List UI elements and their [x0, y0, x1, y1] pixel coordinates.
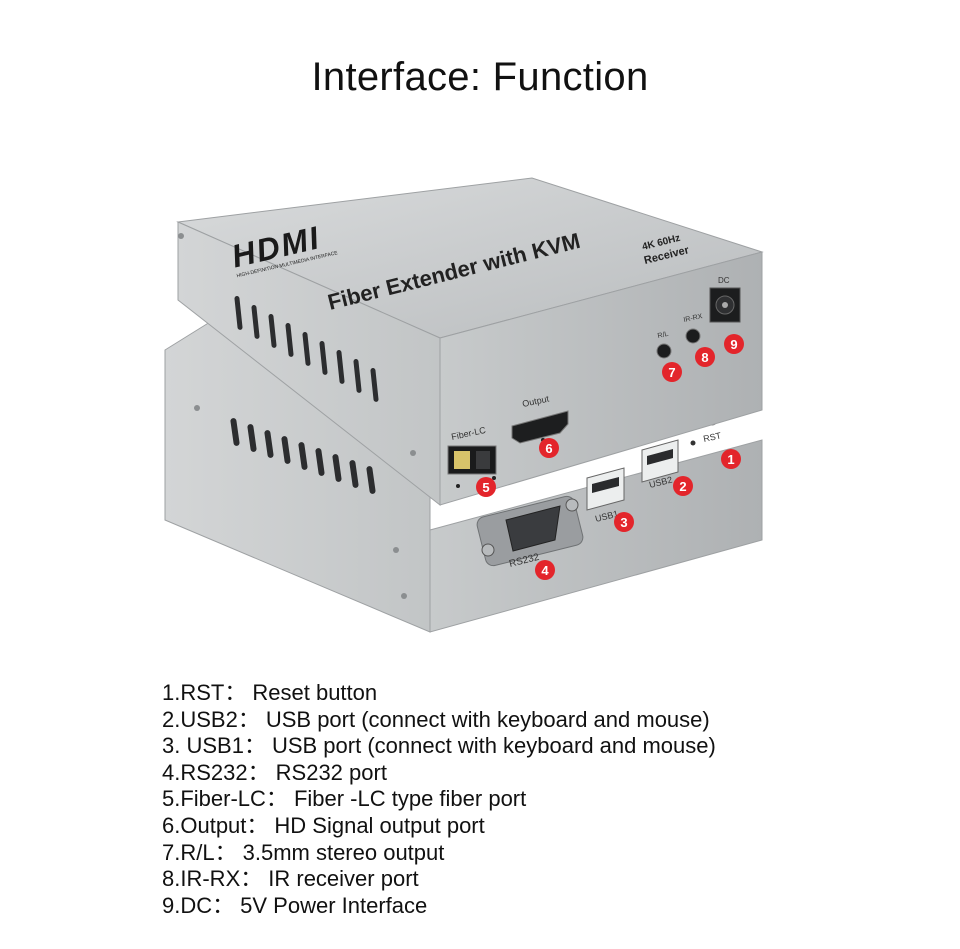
output-hdmi-port: [511, 410, 569, 444]
badge-9: 9: [724, 334, 744, 354]
upper-unit: HDMI HIGH-DEFINITION MULTIMEDIA INTERFAC…: [176, 177, 764, 507]
lower-vent-slots: [230, 418, 376, 494]
svg-text:5: 5: [482, 480, 489, 495]
upper-screw-left: [178, 233, 184, 239]
usb2-port: [641, 439, 679, 483]
lower-screw-right: [401, 593, 407, 599]
list-item: 2.USB2：USB port (connect with keyboard a…: [162, 706, 710, 732]
front-screw: [393, 547, 399, 553]
svg-text:2: 2: [679, 479, 686, 494]
badge-8: 8: [695, 347, 715, 367]
list-item: 8.IR-RX：IR receiver port: [162, 866, 419, 892]
badge-3: 3: [614, 512, 634, 532]
badge-6: 6: [539, 438, 559, 458]
svg-text:4: 4: [541, 563, 549, 578]
svg-text:7: 7: [668, 365, 675, 380]
ir-rx-jack: [685, 328, 701, 344]
svg-text:1: 1: [727, 452, 734, 467]
svg-text:8: 8: [701, 350, 708, 365]
svg-text:9: 9: [730, 337, 737, 352]
svg-text:6: 6: [545, 441, 552, 456]
lower-screw-left: [194, 405, 200, 411]
rst-label: RST: [702, 430, 722, 444]
list-item: 5.Fiber-LC：Fiber -LC type fiber port: [162, 786, 527, 812]
indicator-led: [690, 440, 696, 446]
function-list: 1.RST：Reset button 2.USB2：USB port (conn…: [162, 680, 716, 919]
list-item: 4.RS232：RS232 port: [162, 759, 387, 785]
list-item: 1.RST：Reset button: [162, 680, 378, 705]
page-title: Interface: Function: [311, 54, 649, 99]
dc-label: DC: [718, 276, 730, 285]
badge-2: 2: [673, 476, 693, 496]
upper-vent-slots: [234, 296, 379, 402]
list-item: 3. USB1：USB port (connect with keyboard …: [162, 733, 716, 759]
rl-label: R/L: [657, 331, 669, 340]
device-illustration: RS232 USB1 USB2 RST: [164, 177, 764, 633]
ir-rx-label: IR-RX: [683, 313, 703, 324]
badge-5: 5: [476, 477, 496, 497]
list-item: 6.Output：HD Signal output port: [162, 812, 485, 838]
usb1-port: [586, 467, 625, 511]
badge-4: 4: [535, 560, 555, 580]
list-item: 9.DC：5V Power Interface: [162, 892, 428, 918]
rs232-port: [476, 495, 584, 567]
list-item: 7.R/L：3.5mm stereo output: [162, 839, 445, 865]
badge-7: 7: [662, 362, 682, 382]
badge-1: 1: [721, 449, 741, 469]
upper-screw-right: [410, 450, 416, 456]
svg-text:3: 3: [620, 515, 627, 530]
rl-jack: [656, 343, 672, 359]
